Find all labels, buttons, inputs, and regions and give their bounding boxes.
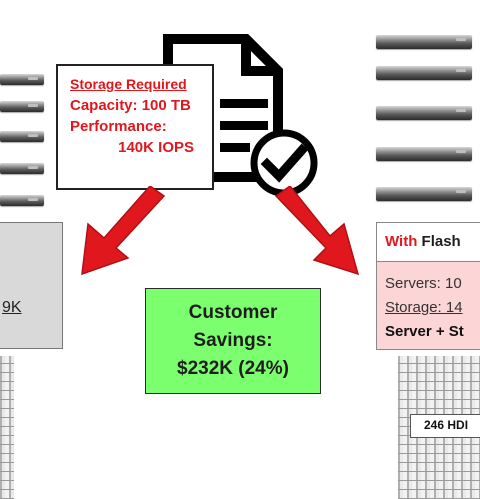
server-icon [376,66,472,80]
left-comparison-panel [0,222,63,349]
hdd-count-label: 246 HDI [410,414,480,438]
server-icon [376,106,472,120]
left-total-value: 9K [2,299,22,316]
storage-required-heading: Storage Required [70,76,187,92]
disk-array-icon [0,356,14,499]
server-icon [376,35,472,49]
savings-line-1: Customer [188,302,278,323]
flash-storage: Storage: 14 [385,299,463,316]
storage-required-card: Storage Required Capacity: 100 TB Perfor… [56,64,214,190]
savings-amount: $232K (24%) [177,358,289,379]
server-icon [0,195,44,206]
arrow-icon [81,186,166,276]
server-icon [0,101,44,112]
server-icon [376,187,472,201]
arrow-icon [274,186,360,276]
flash-total: Server + St [385,323,464,340]
flash-panel-heading: With Flash [376,222,480,262]
capacity-text: Capacity: 100 TB [70,97,191,114]
server-icon [376,147,472,161]
flash-panel-body: Servers: 10 Storage: 14 Server + St [376,262,480,350]
flash-servers: Servers: 10 [385,275,462,292]
performance-label: Performance: [70,118,167,135]
flash-heading-flash: Flash [421,233,461,250]
flash-heading-with: With [385,233,418,250]
server-icon [0,74,44,85]
server-icon [0,163,44,174]
performance-value: 140K IOPS [118,139,194,156]
server-icon [0,131,44,142]
savings-line-2: Savings: [193,330,273,351]
customer-savings-box: Customer Savings: $232K (24%) [145,288,321,394]
